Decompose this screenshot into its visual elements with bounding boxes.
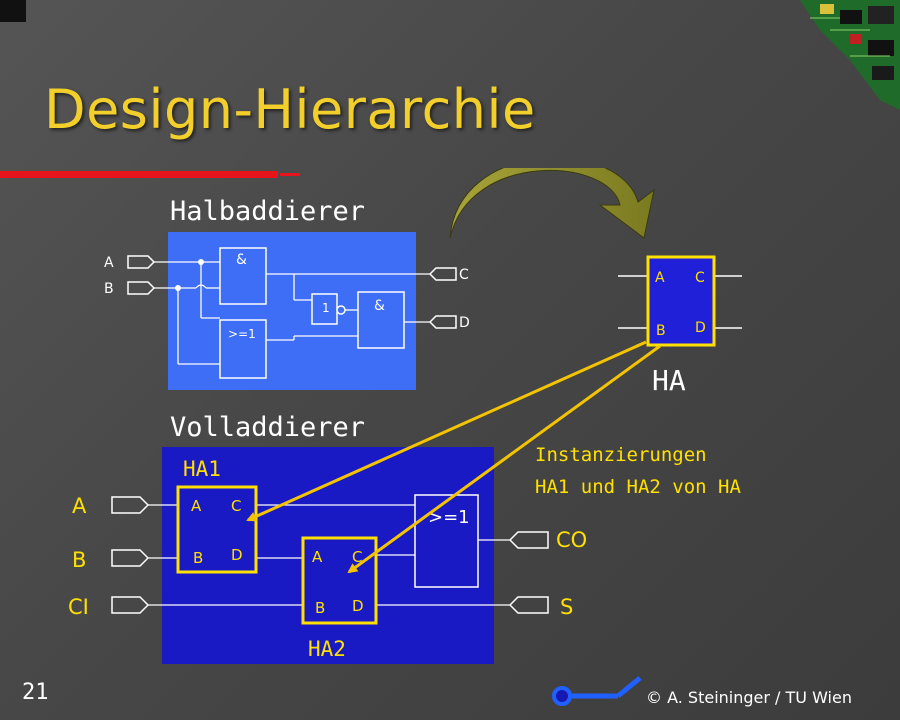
and-gate-1-symbol: & bbox=[236, 252, 247, 268]
annotation-line-1: Instanzierungen bbox=[535, 444, 707, 466]
halbaddierer-heading: Halbaddierer bbox=[170, 196, 366, 227]
not-gate bbox=[311, 293, 338, 325]
va-output-co-label: CO bbox=[556, 528, 587, 552]
ha1-label: HA1 bbox=[183, 457, 221, 481]
ha1-pin-a: A bbox=[191, 497, 202, 515]
ha1-pin-c: C bbox=[231, 497, 241, 515]
ha1-block bbox=[176, 485, 258, 574]
or-gate-symbol: >=1 bbox=[228, 327, 256, 341]
curved-arrow-icon bbox=[449, 168, 655, 239]
ha-block-pin-a: A bbox=[655, 270, 665, 286]
ha-block-pin-d: D bbox=[695, 320, 706, 336]
va-input-ci-pin bbox=[111, 596, 150, 614]
ha-input-a-label: A bbox=[104, 255, 114, 271]
ha-output-d-label: D bbox=[459, 315, 470, 331]
ha-block: A C B D bbox=[618, 255, 742, 347]
title-underline-red bbox=[0, 171, 278, 178]
ha-block-label: HA bbox=[652, 364, 686, 397]
junction-dot-b bbox=[175, 285, 181, 291]
va-output-co-pin bbox=[508, 531, 549, 549]
ha-output-c-pin bbox=[428, 267, 457, 281]
volladdierer-schematic: A C B D A C B D >=1 HA1 HA2 A B CI CO S bbox=[68, 447, 587, 664]
circuit-board-image bbox=[780, 0, 900, 110]
slide-title: Design-Hierarchie bbox=[44, 78, 536, 141]
va-input-ci-label: CI bbox=[68, 595, 89, 619]
not-gate-symbol: 1 bbox=[322, 301, 330, 315]
ha1-pin-d: D bbox=[231, 546, 243, 564]
ha-output-d-pin bbox=[428, 315, 457, 329]
footer-circle-icon bbox=[552, 686, 572, 706]
ha2-pin-a: A bbox=[312, 548, 323, 566]
and-gate-1 bbox=[219, 247, 267, 305]
annotation-line-2: HA1 und HA2 von HA bbox=[535, 476, 741, 498]
title-underline-red-short bbox=[280, 173, 300, 176]
ha-input-b-pin bbox=[127, 281, 156, 295]
and-gate-2 bbox=[357, 291, 405, 349]
va-output-s-label: S bbox=[560, 595, 573, 619]
ha-input-b-label: B bbox=[104, 281, 114, 297]
va-input-b-label: B bbox=[72, 548, 86, 572]
junction-dot-a bbox=[198, 259, 204, 265]
ha2-pin-b: B bbox=[315, 599, 325, 617]
copyright-text: © A. Steininger / TU Wien bbox=[646, 688, 852, 707]
ha-block-pin-c: C bbox=[695, 270, 705, 286]
and-gate-2-symbol: & bbox=[374, 298, 385, 314]
va-input-a-label: A bbox=[72, 494, 87, 518]
halbaddierer-schematic: A B C D & >=1 1 & bbox=[104, 232, 470, 390]
ha-input-a-pin bbox=[127, 255, 156, 269]
ha2-label: HA2 bbox=[308, 637, 346, 661]
va-or-gate-symbol: >=1 bbox=[428, 507, 470, 528]
ha2-pin-d: D bbox=[352, 597, 364, 615]
ha1-pin-b: B bbox=[193, 549, 203, 567]
va-input-b-pin bbox=[111, 549, 150, 567]
corner-decoration-topleft bbox=[0, 0, 26, 22]
va-output-s-pin bbox=[508, 596, 549, 614]
va-input-a-pin bbox=[111, 496, 150, 514]
inverter-bubble bbox=[336, 305, 346, 315]
ha-block-pin-b: B bbox=[656, 323, 666, 339]
ha-output-c-label: C bbox=[459, 267, 469, 283]
footer-decoration bbox=[552, 676, 642, 706]
volladdierer-heading: Volladdierer bbox=[170, 412, 366, 443]
page-number: 21 bbox=[22, 680, 49, 705]
ha2-pin-c: C bbox=[352, 548, 362, 566]
